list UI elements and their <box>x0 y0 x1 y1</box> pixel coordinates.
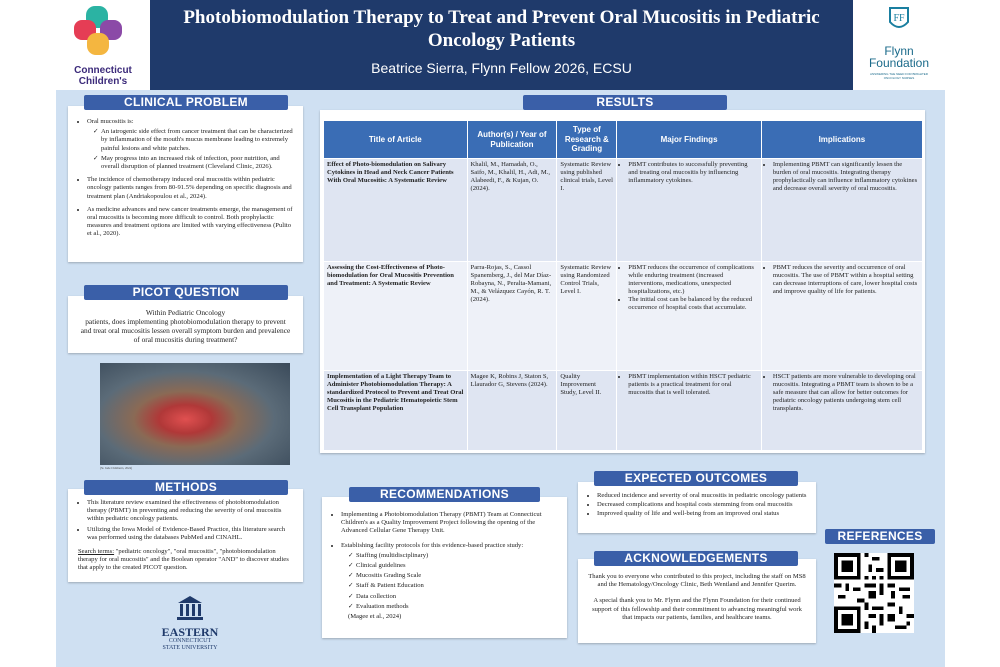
logo-right-line2: Foundation <box>868 56 930 70</box>
flynn-foundation-logo: FF Flynn Foundation ANSWERING THE NEED F… <box>853 0 945 90</box>
table-row: Assessing the Cost-Effectiveness of Phot… <box>323 261 924 371</box>
row3-implication: HSCT patients are more vulnerable to dev… <box>773 373 919 413</box>
qr-code-icon <box>834 553 914 633</box>
row1-title: Effect of Photo-biomodulation on Salivar… <box>323 158 468 262</box>
checklist-item: Mucositis Grading Scale <box>348 572 559 580</box>
recommendation-bullet1: Implementing a Photobiomodulation Therap… <box>341 511 559 536</box>
recommendation-citation: (Magee et al., 2024) <box>348 613 402 621</box>
checklist-item: Data collection <box>348 593 559 601</box>
col-type: Type of Research & Grading <box>556 120 618 159</box>
clinical-lead: Oral mucositis is: <box>87 118 134 125</box>
row2-finding2: The initial cost can be balanced by the … <box>628 296 758 312</box>
recommendations-card: Implementing a Photobiomodulation Therap… <box>322 497 567 638</box>
row2-implication: PBMT reduces the severity and occurrence… <box>773 264 919 296</box>
outcome-bullet3: Improved quality of life and well-being … <box>597 510 808 518</box>
logo-left-line2: Children's <box>78 76 128 87</box>
col-title: Title of Article <box>323 120 468 159</box>
picot-line2: patients, does implementing photobiomodu… <box>80 317 291 344</box>
eastern-line2: CONNECTICUT <box>168 638 212 644</box>
picot-line1: Within Pediatric Oncology <box>145 308 226 317</box>
row1-finding1: PBMT contributes to successfully prevent… <box>628 161 758 185</box>
row2-title: Assessing the Cost-Effectiveness of Phot… <box>323 261 468 371</box>
expected-outcomes-card: Reduced incidence and severity of oral m… <box>578 482 816 533</box>
checklist-item: Staffing (multidisciplinary) <box>348 552 559 560</box>
methods-bullet2: Utilizing the Iowa Model of Evidence-Bas… <box>87 526 295 542</box>
checklist-item: Staff & Patient Education <box>348 582 559 590</box>
ack-paragraph1: Thank you to everyone who contributed to… <box>588 573 806 589</box>
clinical-sub2: May progress into an increased risk of i… <box>93 155 295 171</box>
recommendation-bullet2: Establishing facility protocols for this… <box>341 542 559 550</box>
col-implications: Implications <box>760 120 924 159</box>
logo-right-line1: Flynn <box>884 44 914 58</box>
expected-outcomes-title: EXPECTED OUTCOMES <box>594 471 798 486</box>
row3-title: Implementation of a Light Therapy Team t… <box>323 370 468 451</box>
clinical-sub1: An iatrogenic side effect from cancer tr… <box>93 128 295 153</box>
acknowledgements-card: Thank you to everyone who contributed to… <box>578 559 816 643</box>
outcome-bullet1: Reduced incidence and severity of oral m… <box>597 492 808 500</box>
col-authors: Author(s) / Year of Publication <box>466 120 558 159</box>
picot-card: Within Pediatric Oncology patients, does… <box>68 296 303 353</box>
row1-type: Systematic Review using published clinic… <box>556 158 618 262</box>
methods-bullet1: This literature review examined the effe… <box>87 499 295 524</box>
svg-text:FF: FF <box>893 13 905 24</box>
table-row: Effect of Photo-biomodulation on Salivar… <box>323 158 924 262</box>
clinical-bullet2: The incidence of chemotherapy induced or… <box>87 176 295 201</box>
university-building-icon <box>177 596 203 620</box>
table-row: Implementation of a Light Therapy Team t… <box>323 370 924 451</box>
poster-header: Photobiomodulation Therapy to Treat and … <box>150 0 853 90</box>
checklist-item: Clinical guidelines <box>348 562 559 570</box>
col-findings: Major Findings <box>616 120 762 159</box>
connecticut-childrens-logo: Connecticut Children's <box>56 0 150 90</box>
row3-type: Quality Improvement Study, Level II. <box>556 370 618 451</box>
search-terms-text: "pediatric oncology", "oral mucositis", … <box>78 548 289 572</box>
row1-authors: Khalil, M., Hamadah, O., Saifo, M., Khal… <box>466 158 558 262</box>
patient-light-therapy-photo <box>100 363 290 465</box>
logo-left-line1: Connecticut <box>74 65 132 76</box>
poster-title: Photobiomodulation Therapy to Treat and … <box>183 7 820 51</box>
methods-card: This literature review examined the effe… <box>68 489 303 582</box>
clinical-problem-card: Oral mucositis is: An iatrogenic side ef… <box>68 106 303 262</box>
methods-title: METHODS <box>84 480 288 495</box>
checklist-item: Evaluation methods <box>348 603 559 611</box>
results-table: Title of Article Author(s) / Year of Pub… <box>323 120 924 451</box>
recommendations-title: RECOMMENDATIONS <box>349 487 540 502</box>
row2-finding1: PBMT reduces the occurrence of complicat… <box>628 264 758 296</box>
eastern-logo: EASTERN CONNECTICUT STATE UNIVERSITY <box>150 595 230 652</box>
row2-authors: Parra-Rojas, S., Cassol Spanemberg, J., … <box>466 261 558 371</box>
search-terms-label: Search terms: <box>78 548 115 556</box>
row1-implication: Implementing PBMT can significantly less… <box>773 161 919 193</box>
poster-author: Beatrice Sierra, Flynn Fellow 2026, ECSU <box>371 60 632 76</box>
outcome-bullet2: Decreased complications and hospital cos… <box>597 501 808 509</box>
logo-right-tagline: ANSWERING THE NEED FOR BRIGHTER ONCOLOGY… <box>870 72 928 80</box>
picot-title: PICOT QUESTION <box>84 285 288 300</box>
row2-type: Systematic Review using Randomized Contr… <box>556 261 618 371</box>
references-qr-code[interactable] <box>834 553 914 633</box>
row3-authors: Magee K, Robins J, Staton S, Llaurador G… <box>466 370 558 451</box>
acknowledgements-title: ACKNOWLEDGEMENTS <box>594 551 798 566</box>
flynn-shield-icon: FF <box>889 7 909 28</box>
ack-paragraph2: A special thank you to Mr. Flynn and the… <box>592 597 802 621</box>
eastern-line3: STATE UNIVERSITY <box>162 645 218 651</box>
clinical-bullet3: As medicine advances and new cancer trea… <box>87 206 295 239</box>
references-title: REFERENCES <box>825 529 935 544</box>
row3-finding1: PBMT implementation within HSCT pediatri… <box>628 373 758 397</box>
photo-credit: (St. Jude Children's, 2024) <box>100 466 132 470</box>
clinical-problem-title: CLINICAL PROBLEM <box>84 95 288 110</box>
results-title: RESULTS <box>523 95 727 110</box>
eastern-line1: EASTERN <box>161 625 219 639</box>
results-card: Title of Article Author(s) / Year of Pub… <box>320 110 925 453</box>
childrens-cross-icon <box>74 6 122 55</box>
